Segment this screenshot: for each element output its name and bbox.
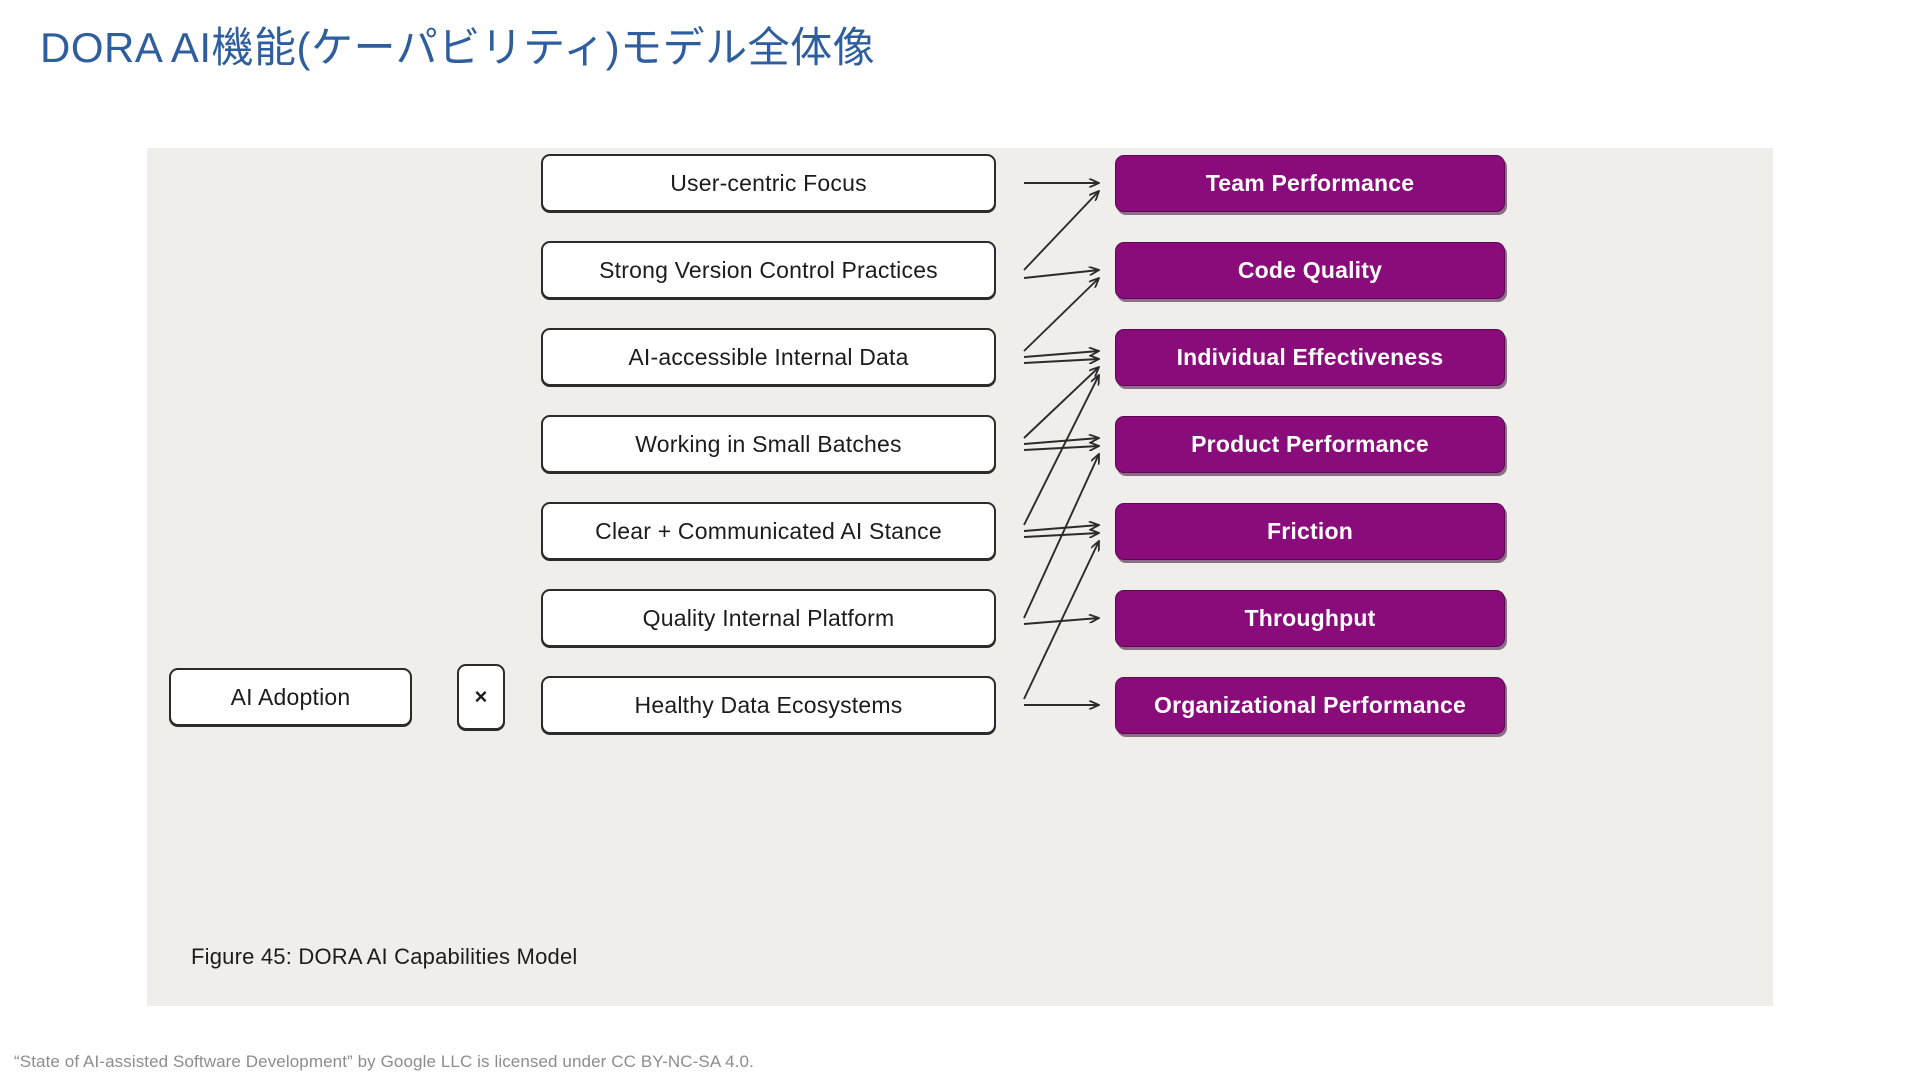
node-label: Strong Version Control Practices — [599, 256, 938, 283]
page-title: DORA AI機能(ケーパビリティ)モデル全体像 — [40, 24, 876, 71]
node-healthy-data-ecosystems[interactable]: Healthy Data Ecosystems — [541, 676, 996, 734]
license-footer: “State of AI-assisted Software Developme… — [14, 1052, 754, 1071]
node-label: Organizational Performance — [1154, 692, 1466, 718]
node-label: User-centric Focus — [670, 169, 867, 196]
node-label: Code Quality — [1237, 257, 1383, 283]
node-working-in-small-batches[interactable]: Working in Small Batches — [541, 415, 996, 473]
node-label: Clear + Communicated AI Stance — [595, 517, 942, 544]
node-user-centric-focus[interactable]: User-centric Focus — [541, 154, 996, 212]
node-organizational-performance[interactable]: Organizational Performance — [1115, 677, 1505, 734]
figure-caption: Figure 45: DORA AI Capabilities Model — [191, 944, 578, 969]
node-quality-internal-platform[interactable]: Quality Internal Platform — [541, 589, 996, 647]
multiply-symbol: × — [474, 684, 488, 709]
node-label: AI-accessible Internal Data — [628, 343, 909, 370]
node-throughput[interactable]: Throughput — [1115, 590, 1505, 647]
node-label: Throughput — [1244, 605, 1376, 631]
node-product-performance[interactable]: Product Performance — [1115, 416, 1505, 473]
node-strong-version-control[interactable]: Strong Version Control Practices — [541, 241, 996, 299]
node-label: Individual Effectiveness — [1176, 344, 1444, 370]
node-code-quality[interactable]: Code Quality — [1115, 242, 1505, 299]
node-label: AI Adoption — [230, 683, 351, 710]
node-clear-communicated-ai-stance[interactable]: Clear + Communicated AI Stance — [541, 502, 996, 560]
node-friction[interactable]: Friction — [1115, 503, 1505, 560]
node-label: Friction — [1267, 518, 1353, 544]
node-ai-adoption[interactable]: AI Adoption — [169, 668, 412, 726]
node-label: Quality Internal Platform — [642, 604, 895, 631]
node-individual-effectiveness[interactable]: Individual Effectiveness — [1115, 329, 1505, 386]
node-label: Working in Small Batches — [635, 430, 902, 457]
node-label: Healthy Data Ecosystems — [634, 691, 903, 718]
figure-panel: AI Adoption × User-centric Focus Strong … — [147, 148, 1773, 1006]
node-label: Product Performance — [1191, 431, 1429, 457]
node-label: Team Performance — [1205, 170, 1415, 196]
multiply-icon: × — [457, 664, 505, 730]
node-ai-accessible-internal-data[interactable]: AI-accessible Internal Data — [541, 328, 996, 386]
node-team-performance[interactable]: Team Performance — [1115, 155, 1505, 212]
